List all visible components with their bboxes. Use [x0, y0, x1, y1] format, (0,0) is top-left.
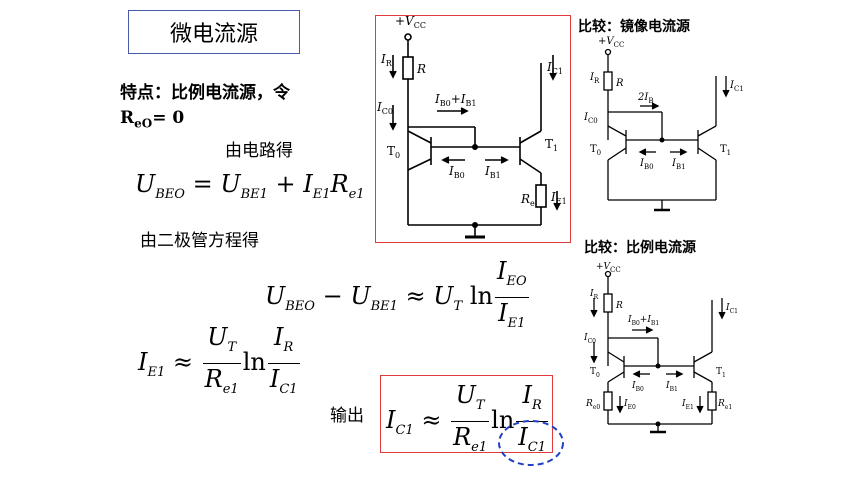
svg-text:IC1: IC1	[729, 80, 744, 93]
svg-text:IB1: IB1	[484, 164, 501, 180]
svg-text:IC0: IC0	[583, 112, 598, 125]
svg-text:IB1: IB1	[665, 381, 678, 393]
svg-text:IR: IR	[380, 52, 393, 68]
svg-text:IB0: IB0	[448, 164, 465, 180]
equation-ube-sum: UBEO = UBE1 + IE1Re1	[135, 170, 365, 202]
svg-text:IE1: IE1	[681, 399, 694, 411]
ratio-circuit-diagram: +VCC IR R IC0 IB0+IB1 IC1 T0 T1 IB0 IB1 …	[583, 262, 738, 434]
svg-text:T1: T1	[716, 367, 726, 379]
svg-text:R: R	[615, 78, 624, 89]
highlight-circle	[498, 420, 564, 466]
svg-text:IR: IR	[589, 72, 600, 85]
svg-text:T1: T1	[720, 144, 731, 157]
svg-text:R: R	[615, 301, 623, 311]
output-label: 输出	[330, 406, 364, 426]
svg-text:IB0+IB1: IB0+IB1	[627, 315, 659, 327]
main-circuit-diagram: +VCC IR R IC0 IB0+IB1 IC1 T0 T1 IB0 IB1 …	[376, 15, 567, 239]
compare-mirror-label: 比较：镜像电流源	[578, 19, 690, 35]
svg-text:IB1: IB1	[671, 158, 686, 171]
svg-text:IC1: IC1	[725, 303, 738, 315]
svg-text:+VCC: +VCC	[395, 15, 426, 30]
feature-line2: ReO= 0	[120, 108, 185, 131]
svg-text:+VCC: +VCC	[596, 262, 621, 274]
compare-ratio-label: 比较：比例电流源	[584, 240, 696, 256]
svg-text:IC1: IC1	[546, 60, 563, 76]
svg-text:T0: T0	[590, 367, 600, 379]
svg-text:+VCC: +VCC	[598, 36, 624, 49]
svg-text:IR: IR	[589, 289, 599, 301]
from-circuit-label: 由电路得	[225, 141, 293, 161]
from-diode-label: 由二极管方程得	[140, 231, 259, 251]
svg-text:IC0: IC0	[376, 100, 393, 116]
svg-text:IC0: IC0	[583, 333, 596, 345]
svg-text:2IB: 2IB	[637, 92, 653, 105]
svg-text:IB0: IB0	[631, 381, 644, 393]
svg-text:IE0: IE0	[623, 399, 636, 411]
svg-text:IB0: IB0	[639, 158, 654, 171]
svg-text:Re: Re	[520, 192, 535, 208]
svg-text:Re1: Re1	[717, 399, 732, 411]
svg-text:T1: T1	[545, 137, 558, 153]
svg-text:T0: T0	[387, 144, 400, 160]
svg-text:IE1: IE1	[550, 190, 567, 206]
page-title: 微电流源	[128, 10, 300, 54]
mirror-circuit-diagram: +VCC IR R IC0 2IB IC1 T0 T1 IB0 IB1	[583, 36, 744, 212]
output-box	[380, 375, 553, 453]
svg-text:T0: T0	[590, 144, 601, 157]
feature-line1: 特点：比例电流源，令	[120, 83, 290, 103]
svg-text:Re0: Re0	[585, 399, 600, 411]
svg-text:IB0+IB1: IB0+IB1	[434, 92, 476, 108]
page-title-text: 微电流源	[169, 22, 258, 47]
svg-text:R: R	[416, 62, 426, 76]
main-circuit-panel	[375, 15, 571, 243]
